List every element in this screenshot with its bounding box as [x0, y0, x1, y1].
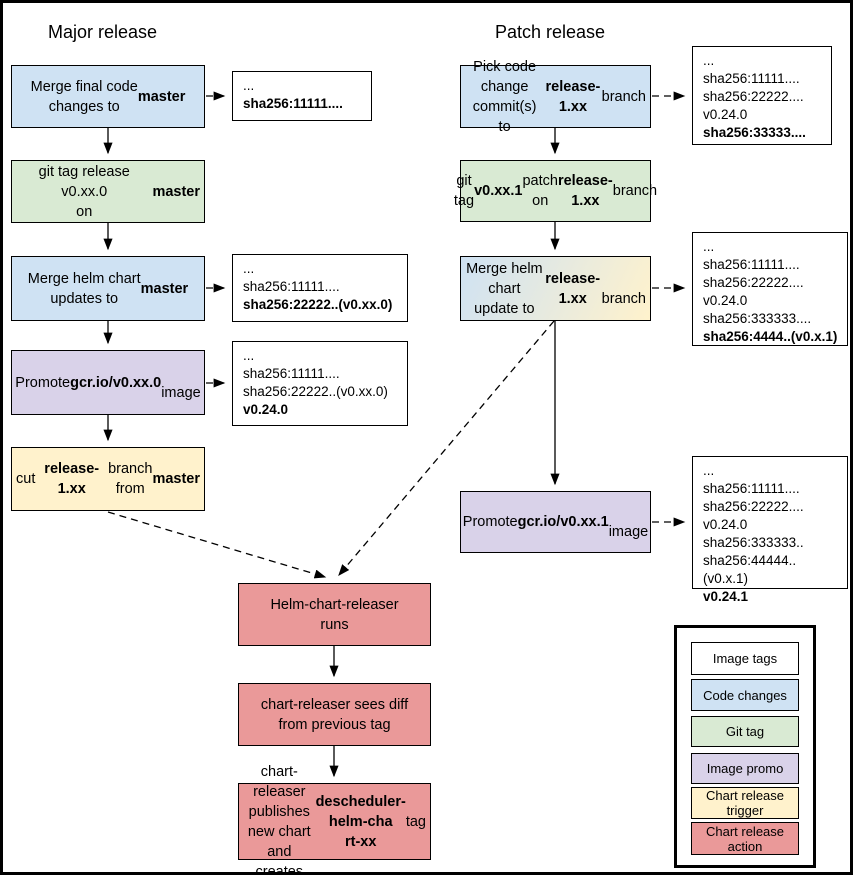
node-git-tag-patch: git tag v0.xx.1 patch on release-1.xx br… — [454, 160, 657, 222]
node-promote-image-patch: Promote gcr.io/v0.xx.1 image — [460, 491, 651, 553]
annotation-major-helm-tags: ... sha256:11111.... sha256:22222..(v0.x… — [232, 254, 408, 322]
patch-release-title: Patch release — [495, 22, 606, 42]
arrow-cut-branch-to-releaser — [107, 511, 327, 579]
annotation-major-code-tags: ... sha256:11111.... — [232, 71, 372, 121]
node-chart-releaser-sees-diff: chart-releaser sees diff from previous t… — [238, 683, 431, 746]
node-helm-chart-releaser-runs: Helm-chart-releaser runs — [238, 583, 431, 646]
legend-item-git-tag: Git tag — [691, 716, 799, 747]
node-git-tag-release: git tag release v0.xx.0 on master — [11, 160, 205, 223]
annotation-patch-pick-tags: ... sha256:11111.... sha256:22222.... v0… — [692, 46, 832, 145]
node-merge-helm-update-patch: Merge helm chart update to release-1.xx … — [460, 256, 651, 321]
major-release-title: Major release — [48, 22, 158, 42]
node-merge-final-code: Merge final code changes to master — [11, 65, 205, 128]
node-cut-release-branch: cut release-1.xx branch from master — [11, 447, 205, 511]
node-pick-code-change: Pick code change commit(s) to release-1.… — [460, 59, 651, 135]
annotation-patch-promote-tags: ... sha256:11111.... sha256:22222.... v0… — [692, 456, 848, 604]
annotation-major-promote-tags: ... sha256:11111.... sha256:22222..(v0.x… — [232, 341, 408, 426]
node-chart-releaser-publishes: chart-releaser publishes new chart and c… — [238, 764, 431, 872]
legend-item-chart-release-trigger: Chart release trigger — [691, 787, 799, 819]
node-promote-image-major: Promote gcr.io/v0.xx.0 image — [11, 350, 205, 415]
annotation-patch-helm-tags: ... sha256:11111.... sha256:22222.... v0… — [692, 232, 848, 346]
node-merge-helm-updates: Merge helm chart updates to master — [11, 256, 205, 321]
legend-box: Image tags Code changes Git tag Image pr… — [674, 625, 816, 868]
legend-item-image-promo: Image promo — [691, 753, 799, 784]
legend-item-image-tags: Image tags — [691, 642, 799, 675]
legend-item-code-changes: Code changes — [691, 679, 799, 711]
legend-item-chart-release-action: Chart release action — [691, 822, 799, 855]
